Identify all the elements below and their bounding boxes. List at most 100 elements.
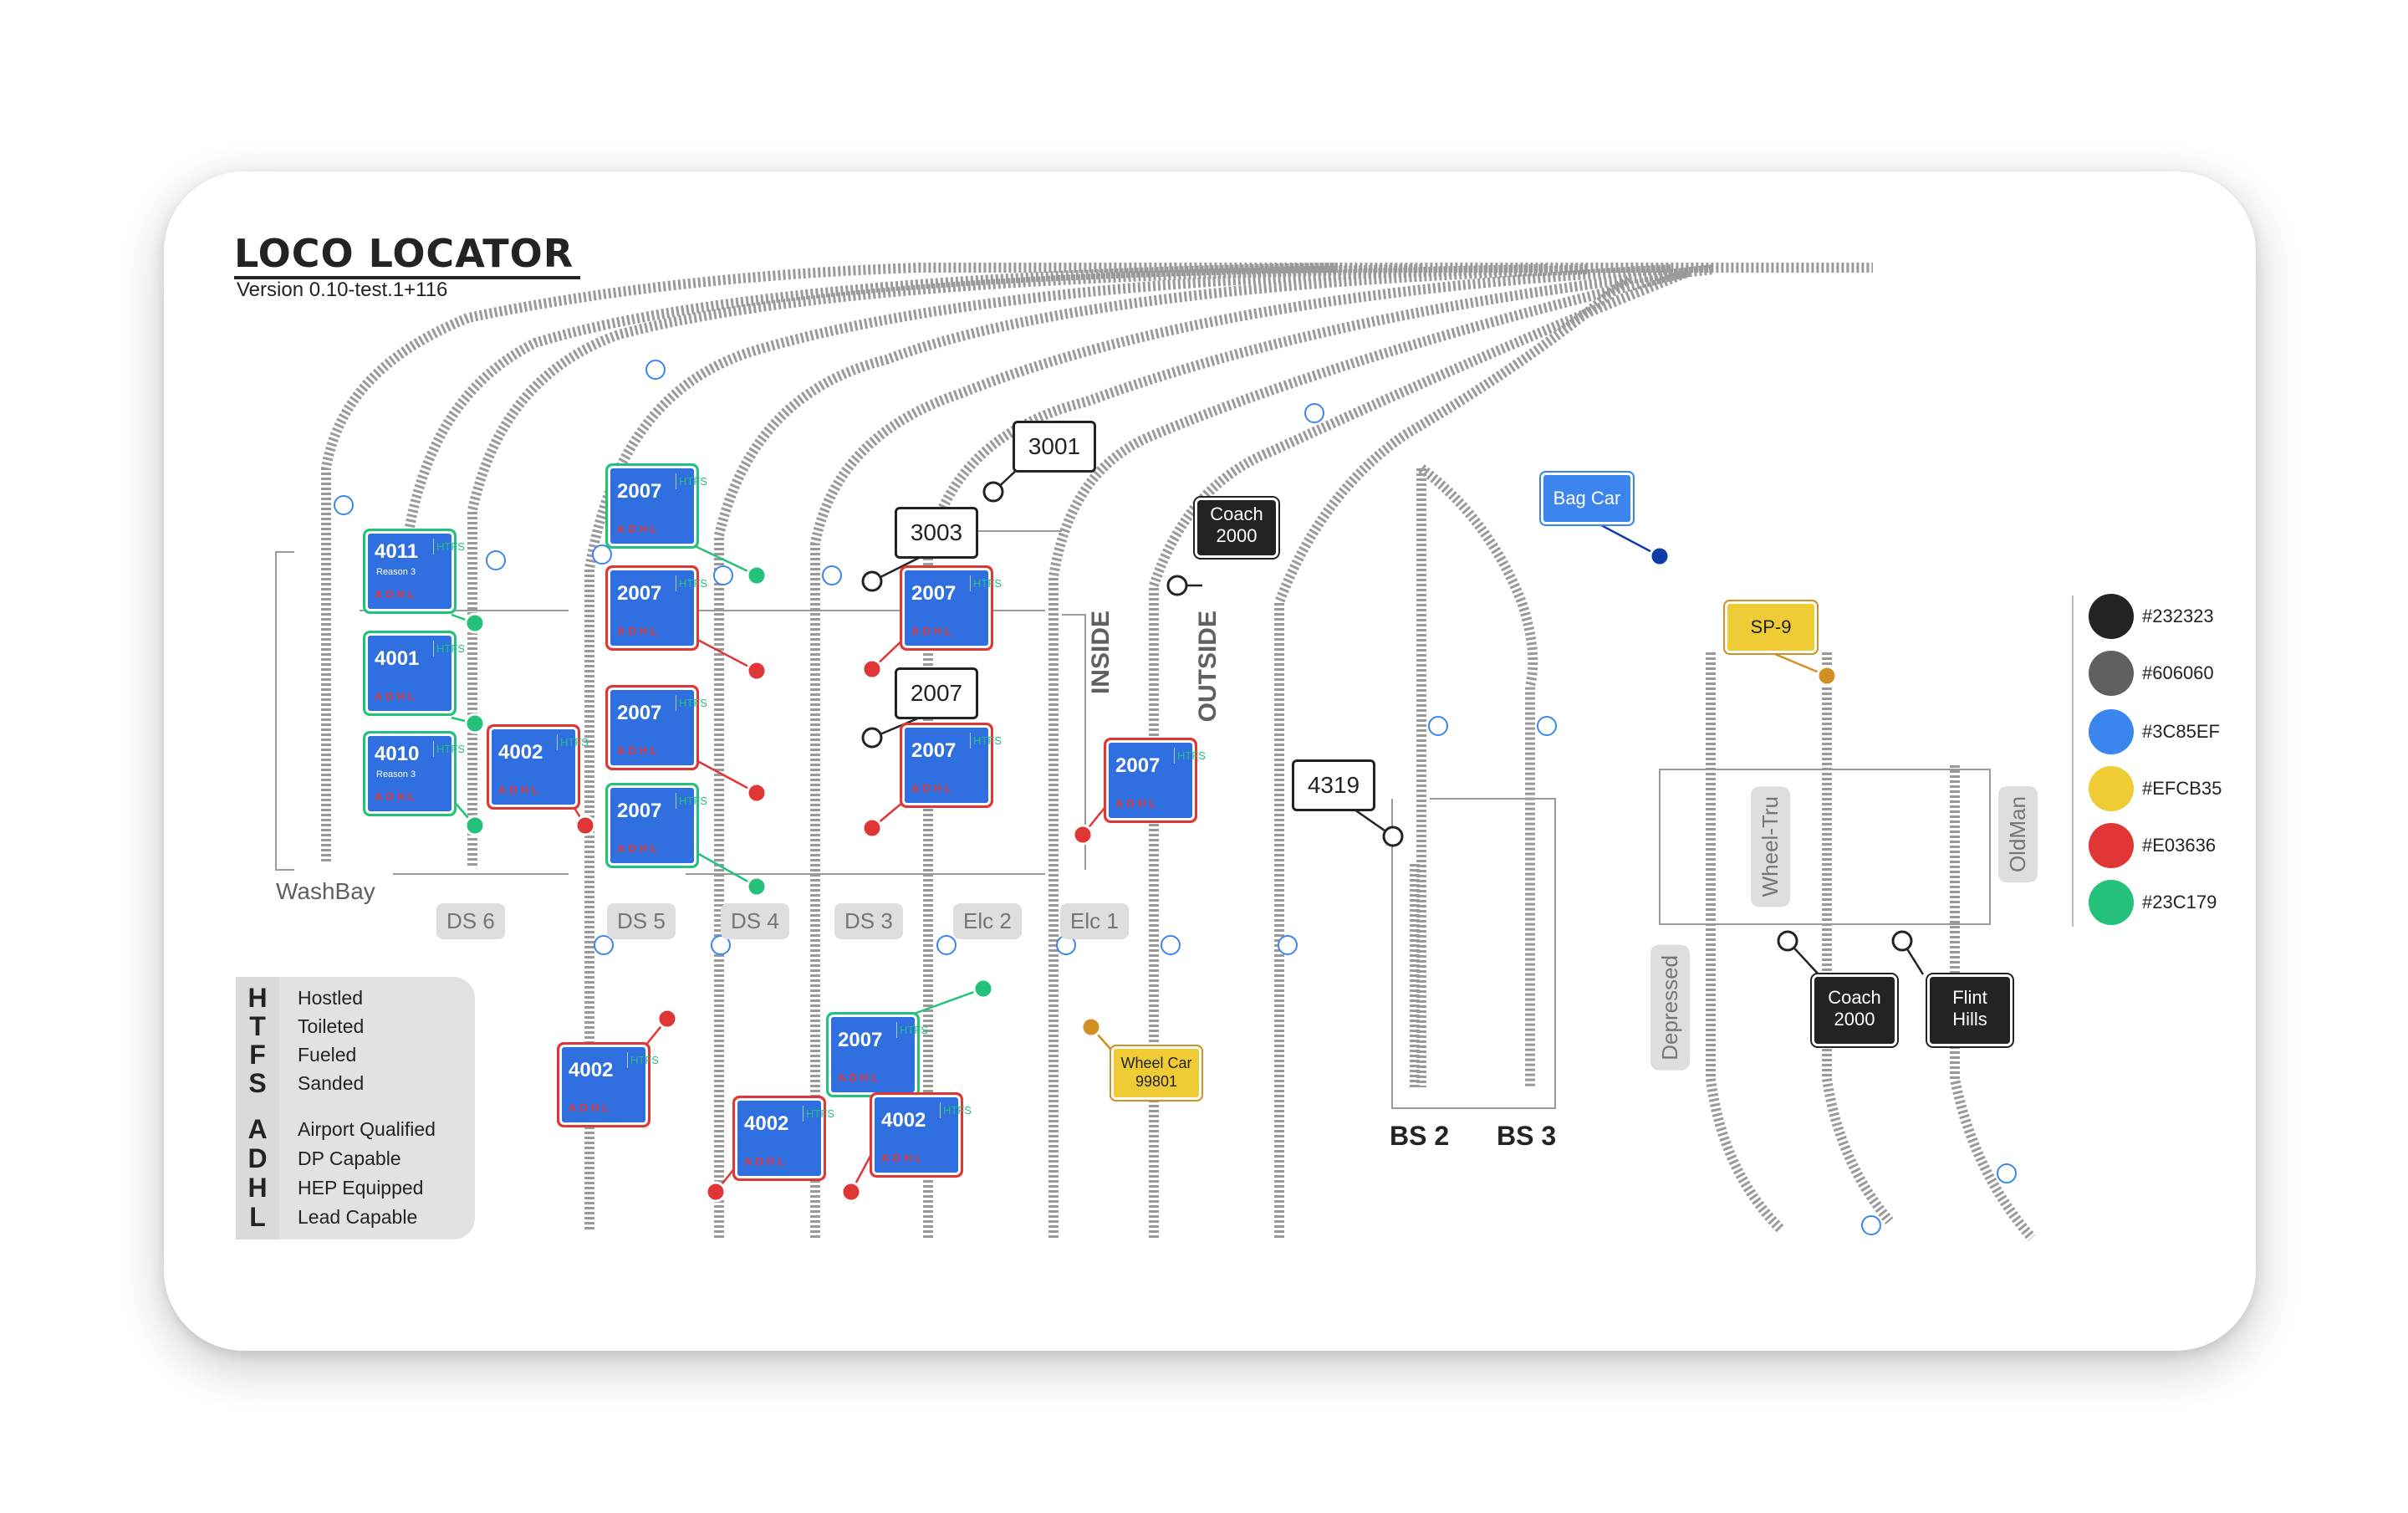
bs3-label: BS 3: [1497, 1121, 1557, 1151]
loco-adhl: ADHL: [375, 588, 419, 601]
track-label-ds3[interactable]: DS 3: [834, 903, 903, 939]
car-wheel-car[interactable]: Wheel Car 99801: [1114, 1049, 1199, 1097]
loco-htfs: HTFS: [433, 641, 465, 657]
swatch-label: #232323: [2142, 606, 2214, 626]
loco-htfs: HTFS: [676, 473, 707, 489]
loco-card-4002[interactable]: 4002 ADHL HTFS: [562, 1047, 659, 1122]
car-bag-car[interactable]: Bag Car: [1543, 475, 1630, 522]
loco-htfs: HTFS: [676, 575, 707, 591]
loco-htfs: HTFS: [1174, 748, 1206, 764]
loco-card-2007[interactable]: 2007 ADHL HTFS: [610, 468, 707, 544]
legend-text: Lead Capable: [298, 1206, 418, 1228]
car-flint-hills[interactable]: Flint Hills: [1930, 977, 2010, 1044]
car-number: 2000: [1216, 525, 1258, 546]
loco-card-4002[interactable]: 4002 ADHL HTFS: [737, 1101, 834, 1176]
loco-adhl: ADHL: [498, 784, 543, 796]
loco-adhl: ADHL: [911, 782, 956, 795]
app-version: Version 0.10-test.1+116: [237, 279, 448, 301]
track-label-elc2[interactable]: Elc 2: [953, 903, 1022, 939]
car-name: Wheel Car: [1120, 1055, 1192, 1071]
track-lines: [321, 263, 2036, 1241]
color-swatch[interactable]: #232323: [2072, 594, 2239, 641]
loco-reason: Reason 3: [376, 567, 416, 577]
legend-key: D: [247, 1143, 268, 1173]
loco-htfs: HTFS: [970, 733, 1002, 749]
loco-number: 2007: [617, 480, 662, 503]
legend-text: HEP Equipped: [298, 1177, 424, 1199]
swatch-circle: [2089, 823, 2134, 868]
legend-key: H: [247, 983, 268, 1013]
swatch-circle: [2089, 880, 2134, 925]
swatch-label: #EFCB35: [2142, 778, 2222, 799]
loco-number: 2007: [911, 582, 957, 605]
callout-3001[interactable]: 3001: [1013, 421, 1096, 473]
loco-card-4010[interactable]: 4010 Reason 3 ADHL HTFS: [368, 736, 465, 811]
loco-card-2007[interactable]: 2007 ADHL HTFS: [831, 1017, 928, 1092]
bulb-icon-markers: [334, 360, 2017, 1235]
color-swatch[interactable]: #606060: [2072, 651, 2239, 698]
legend-text: Airport Qualified: [298, 1118, 436, 1140]
loco-card-4011[interactable]: 4011 Reason 3 ADHL HTFS: [368, 534, 465, 609]
car-name: Coach: [1828, 987, 1881, 1008]
loco-adhl: ADHL: [911, 625, 956, 637]
color-swatch[interactable]: #E03636: [2072, 823, 2239, 870]
outside-label: OUTSIDE: [1194, 611, 1222, 723]
track-label-ds6[interactable]: DS 6: [436, 903, 505, 939]
loco-card-2007[interactable]: 2007 ADHL HTFS: [610, 788, 707, 863]
swatch-label: #606060: [2142, 662, 2214, 683]
loco-card-2007[interactable]: 2007 ADHL HTFS: [905, 728, 1002, 803]
callout-2007[interactable]: 2007: [895, 667, 978, 719]
callout-3003[interactable]: 3003: [895, 507, 978, 559]
location-dots: [464, 481, 1913, 1203]
loco-reason: Reason 3: [376, 769, 416, 780]
loco-card-2007[interactable]: 2007 ADHL HTFS: [1109, 743, 1206, 818]
loco-number: 2007: [911, 739, 957, 762]
car-coach-2000-top[interactable]: Coach 2000: [1197, 500, 1276, 555]
loco-htfs: HTFS: [676, 793, 707, 809]
car-name: Coach: [1210, 503, 1263, 524]
loco-number: 4010: [375, 743, 420, 765]
depressed-label[interactable]: Depressed: [1650, 945, 1690, 1071]
loco-adhl: ADHL: [1115, 797, 1160, 810]
loco-number: 2007: [617, 702, 662, 724]
track-label-ds5[interactable]: DS 5: [607, 903, 676, 939]
loco-number: 2007: [617, 800, 662, 822]
car-coach-2000-bottom[interactable]: Coach 2000: [1814, 977, 1895, 1044]
legend-text: Hostled: [298, 987, 363, 1009]
track-label-ds4[interactable]: DS 4: [721, 903, 789, 939]
loco-card-4002[interactable]: 4002 ADHL HTFS: [875, 1097, 972, 1173]
loco-adhl: ADHL: [617, 744, 661, 757]
loco-card-2007[interactable]: 2007 ADHL HTFS: [905, 570, 1002, 646]
swatch-divider: [2072, 595, 2074, 927]
legend-key: T: [249, 1011, 266, 1041]
loco-card-2007[interactable]: 2007 ADHL HTFS: [610, 570, 707, 646]
color-swatch[interactable]: #EFCB35: [2072, 766, 2239, 813]
loco-htfs: HTFS: [803, 1106, 834, 1122]
wheel-tru-label[interactable]: Wheel-Tru: [1751, 786, 1790, 907]
loco-htfs: HTFS: [970, 575, 1002, 591]
car-number: 99801: [1135, 1073, 1178, 1090]
car-name: Flint: [1952, 987, 1987, 1008]
loco-card-4002[interactable]: 4002 ADHL HTFS: [492, 729, 589, 805]
oldman-label[interactable]: OldMan: [1998, 786, 2038, 883]
legend-text: Sanded: [298, 1072, 365, 1094]
car-sp-9[interactable]: SP-9: [1727, 604, 1814, 651]
loco-card-2007[interactable]: 2007 ADHL HTFS: [610, 690, 707, 765]
swatch-circle: [2089, 651, 2134, 696]
color-swatch[interactable]: #3C85EF: [2072, 709, 2239, 756]
callout-4319[interactable]: 4319: [1292, 759, 1375, 811]
car-number: 2000: [1834, 1009, 1875, 1030]
legend-key: S: [248, 1068, 267, 1098]
legend-key-column: [236, 977, 279, 1240]
track-label-elc1[interactable]: Elc 1: [1060, 903, 1129, 939]
legend-item: S Sanded: [236, 1069, 475, 1097]
color-swatch[interactable]: #23C179: [2072, 880, 2239, 927]
loco-card-4001[interactable]: 4001 ADHL HTFS: [368, 636, 465, 711]
bs2-label: BS 2: [1390, 1121, 1450, 1151]
